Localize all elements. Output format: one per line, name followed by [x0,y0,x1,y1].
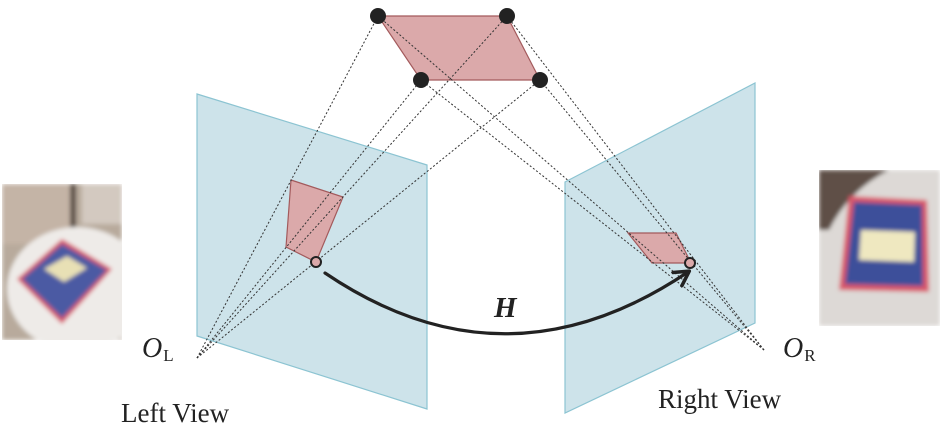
projection-line [196,15,508,359]
origin-right-main: O [783,333,804,364]
homography-arrow [323,272,688,336]
right-view-label: Right View [658,384,782,414]
world-plane-quad [376,15,541,81]
projection-line [196,79,541,359]
left-corresponding-point [310,256,322,268]
projection-line [420,79,765,351]
corner-point [413,72,429,88]
projection-line [196,15,379,359]
corner-point [532,72,548,88]
corner-point [370,8,386,24]
origin-left-subscript: L [163,346,174,365]
homography-label: H [494,292,517,324]
projection-line [539,79,765,351]
corner-point [499,8,515,24]
origin-right-label: OR [783,333,816,366]
right-corresponding-point [684,257,696,269]
world-corner-points [370,8,548,88]
projection-line [196,79,422,359]
origin-left-main: O [142,333,163,364]
origin-left-label: OL [142,333,174,366]
projection-line [377,15,765,351]
left-view-label: Left View [121,398,230,428]
right-projection-lines [377,15,765,351]
left-view-photo [2,184,122,340]
origin-right-subscript: R [804,346,816,365]
right-view-photo [819,170,940,326]
left-projection-lines [196,15,541,359]
